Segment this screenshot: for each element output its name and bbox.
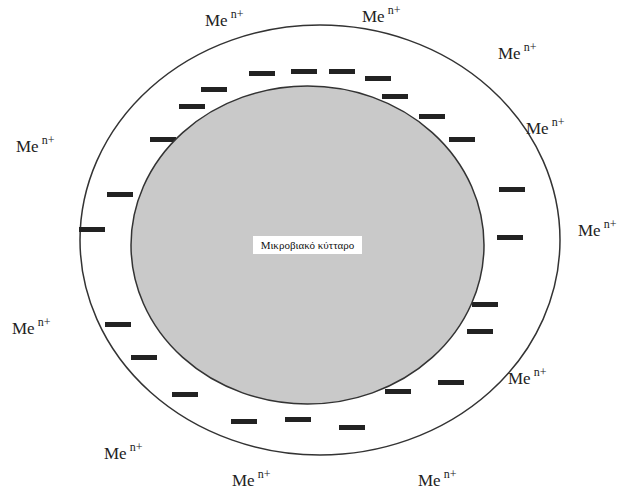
ion-symbol: Me [578, 221, 601, 240]
metal-ion-label: Men+ [362, 8, 400, 25]
metal-ion-label: Men+ [104, 445, 142, 462]
ion-symbol: Me [16, 137, 39, 156]
ion-symbol: Me [104, 444, 127, 463]
ion-charge: n+ [524, 40, 537, 54]
outer-layer [80, 25, 560, 455]
ion-symbol: Me [12, 319, 35, 338]
ion-charge: n+ [231, 7, 244, 21]
metal-ion-label: Men+ [578, 222, 616, 239]
metal-ion-label: Men+ [16, 138, 54, 155]
metal-ion-label: Men+ [12, 320, 50, 337]
ion-symbol: Me [508, 369, 531, 388]
metal-ion-label: Men+ [418, 472, 456, 489]
metal-ion-label: Men+ [498, 45, 536, 62]
ion-charge: n+ [552, 115, 565, 129]
ion-symbol: Me [418, 471, 441, 490]
ion-charge: n+ [604, 217, 617, 231]
ion-symbol: Me [362, 7, 385, 26]
ion-symbol: Me [526, 119, 549, 138]
ion-symbol: Me [498, 44, 521, 63]
ion-charge: n+ [258, 467, 271, 481]
cell-body [131, 86, 484, 404]
ion-charge: n+ [38, 315, 51, 329]
ion-charge: n+ [130, 440, 143, 454]
ion-charge: n+ [444, 467, 457, 481]
microbial-cell: Μικροβιακό κύτταρο [130, 85, 485, 405]
metal-ion-label: Men+ [508, 370, 546, 387]
ion-symbol: Me [232, 471, 255, 490]
metal-ion-label: Men+ [526, 120, 564, 137]
ion-charge: n+ [534, 365, 547, 379]
ion-symbol: Me [205, 11, 228, 30]
metal-ion-label: Men+ [205, 12, 243, 29]
metal-ion-label: Men+ [232, 472, 270, 489]
ion-charge: n+ [42, 133, 55, 147]
cell-label: Μικροβιακό κύτταρο [253, 236, 363, 254]
ion-charge: n+ [388, 3, 401, 17]
negative-charges [79, 69, 525, 430]
